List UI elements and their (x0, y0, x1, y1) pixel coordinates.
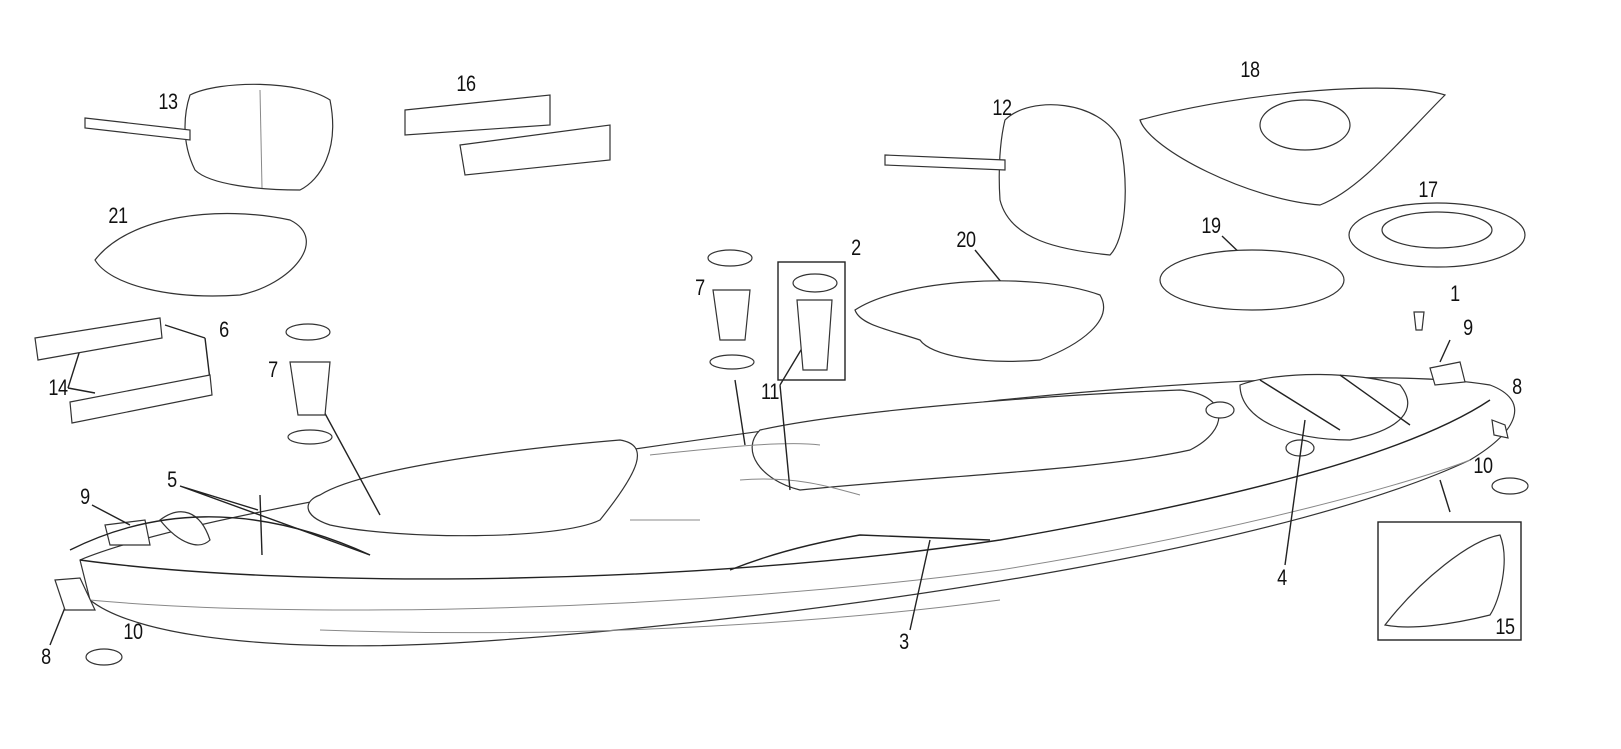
callout-6: 6 (219, 317, 229, 342)
callout-8-bow: 8 (41, 644, 51, 669)
callout-18: 18 (1240, 57, 1260, 82)
callout-21: 21 (108, 203, 128, 228)
callout-2: 2 (851, 235, 861, 260)
callout-3: 3 (899, 629, 909, 654)
leader-lines (49, 235, 1451, 646)
callout-7-left: 7 (268, 357, 278, 382)
callout-17: 17 (1418, 177, 1438, 202)
callout-16: 16 (456, 71, 476, 96)
callout-14: 14 (48, 375, 68, 400)
callout-11: 11 (761, 379, 779, 404)
callout-4: 4 (1277, 565, 1287, 590)
callout-9-bow: 9 (80, 484, 90, 509)
callout-10-bow: 10 (123, 619, 143, 644)
callout-13: 13 (158, 89, 178, 114)
parts (34, 83, 1529, 666)
callout-19: 19 (1201, 213, 1221, 238)
callout-20: 20 (956, 227, 976, 252)
callout-5: 5 (167, 467, 177, 492)
callout-7-upper: 7 (695, 275, 705, 300)
callout-8-stern: 8 (1512, 374, 1522, 399)
callout-15: 15 (1495, 614, 1515, 639)
callout-12: 12 (992, 95, 1012, 120)
callout-10-stern: 10 (1473, 453, 1493, 478)
kayak-hull (69, 361, 1516, 647)
callout-9-stern: 9 (1463, 315, 1473, 340)
callout-1: 1 (1450, 281, 1460, 306)
